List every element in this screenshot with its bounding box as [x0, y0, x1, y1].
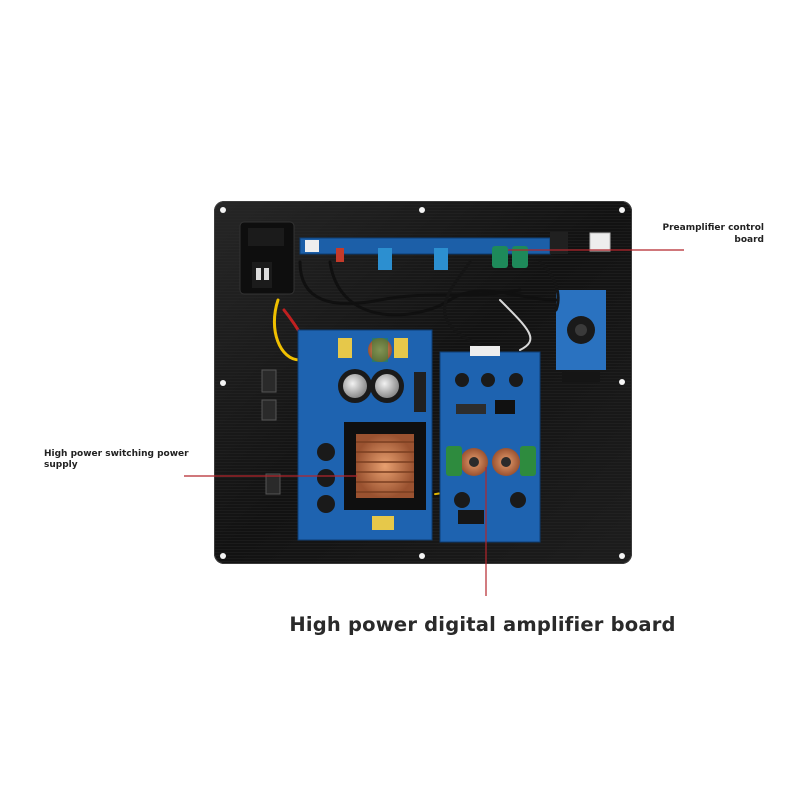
power-inlet-socket	[239, 221, 295, 295]
leader-lines	[184, 249, 684, 596]
switching-power-supply-board	[297, 329, 433, 541]
callout-psu-line1: High power switching power	[44, 449, 189, 459]
callout-preamp-line1: Preamplifier control	[662, 223, 764, 233]
callout-preamp-line2: board	[734, 235, 764, 245]
callout-preamplifier-control-board: Preamplifier control board	[600, 222, 764, 246]
callout-psu-line2: supply	[44, 460, 78, 470]
callout-digital-amplifier-board: High power digital amplifier board	[289, 613, 676, 636]
terminal-posts	[261, 369, 281, 495]
digital-amplifier-board	[439, 346, 541, 543]
callout-switching-power-supply: High power switching power supply	[44, 449, 214, 471]
preamp-control-board	[299, 232, 611, 270]
potentiometer-board	[556, 290, 606, 382]
mounting-hole-icon	[220, 207, 625, 559]
